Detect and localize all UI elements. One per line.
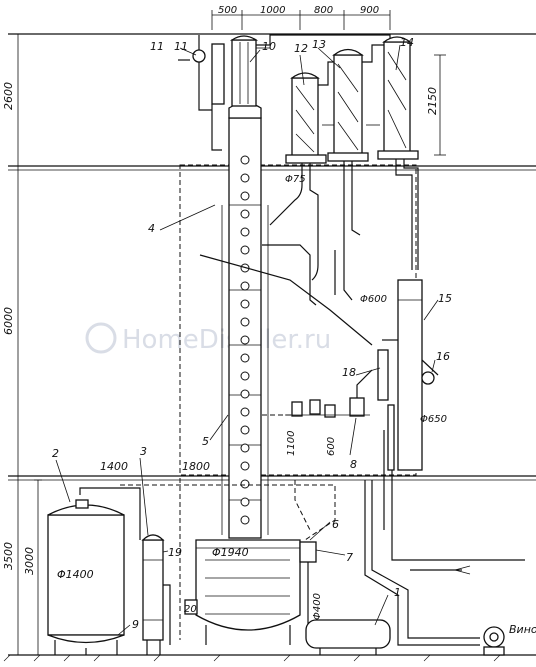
callout-12: 12 xyxy=(294,42,308,55)
label-phi75: Φ75 xyxy=(285,174,306,185)
column-tray xyxy=(240,299,250,309)
callout-18: 18 xyxy=(342,366,356,379)
leader-lines xyxy=(55,44,439,636)
left-dimensions: 2600 6000 3500 3000 xyxy=(2,33,42,656)
distillate-pipes xyxy=(199,159,419,346)
boiler xyxy=(184,539,301,645)
column-tray xyxy=(240,191,250,201)
label-1800: 1800 xyxy=(182,460,210,473)
label-phi400: Φ400 xyxy=(312,593,323,620)
condenser-14 xyxy=(377,36,419,160)
vapour-pipe xyxy=(256,34,391,46)
dim-1000: 1000 xyxy=(260,5,285,16)
callout-19: 19 xyxy=(168,546,182,559)
upper-frame xyxy=(179,164,417,476)
column-tray xyxy=(240,371,250,381)
column-tray xyxy=(240,515,250,525)
condenser-13 xyxy=(327,48,369,162)
label-phi650: Φ650 xyxy=(420,414,447,425)
ground-hatching xyxy=(3,654,501,662)
column-tray xyxy=(240,209,250,219)
callout-labels: 1 2 3 4 5 6 7 8 9 10 11 11 12 13 14 15 1… xyxy=(52,36,452,631)
tank-2 xyxy=(47,499,125,655)
callout-7: 7 xyxy=(346,551,353,564)
dephlegmator xyxy=(229,35,270,107)
column-tray xyxy=(240,479,250,489)
dim-2600: 2600 xyxy=(2,82,15,110)
watermark: HomeDistiller.ru xyxy=(85,322,331,355)
dim-900: 900 xyxy=(360,5,379,16)
column-tray xyxy=(240,335,250,345)
dephlegmator-shell xyxy=(231,39,257,107)
column-tray xyxy=(240,227,250,237)
watermark-drop-icon xyxy=(85,322,117,354)
callout-6: 6 xyxy=(332,518,339,531)
callout-8: 8 xyxy=(350,458,357,471)
callout-15: 15 xyxy=(438,292,452,305)
column-tray xyxy=(240,389,250,399)
condenser-12 xyxy=(285,72,327,164)
column-tray xyxy=(240,173,250,183)
pipe-12-13 xyxy=(318,61,334,86)
pump xyxy=(483,626,505,656)
callout-1: 1 xyxy=(394,586,401,599)
label-vino: Вино xyxy=(509,623,536,636)
ground-piping xyxy=(79,470,525,646)
condenser-11-shell xyxy=(211,43,225,105)
callout-16: 16 xyxy=(436,350,450,363)
vessel-1 xyxy=(305,619,391,655)
callout-11a: 11 xyxy=(150,40,164,53)
callout-9: 9 xyxy=(132,618,139,631)
dim-3500: 3500 xyxy=(2,542,15,570)
dim-6000: 6000 xyxy=(2,307,15,335)
condenser-11 xyxy=(178,35,225,151)
callout-4: 4 xyxy=(148,222,155,235)
distillation-column xyxy=(221,102,269,539)
floor-lines xyxy=(3,33,536,662)
callout-13: 13 xyxy=(312,38,326,51)
separator-15 xyxy=(377,279,439,530)
dim-800: 800 xyxy=(314,5,333,16)
dim-500: 500 xyxy=(218,5,237,16)
callout-2: 2 xyxy=(52,447,59,460)
label-phi600: Φ600 xyxy=(360,294,387,305)
sampling-cluster xyxy=(262,369,373,418)
callout-11b: 11 xyxy=(174,40,188,53)
pipe-13-14 xyxy=(362,44,384,63)
callout-20: 20 xyxy=(184,604,197,615)
label-600: 600 xyxy=(326,437,337,456)
apparatus-7 xyxy=(299,541,317,625)
column-tray xyxy=(240,353,250,363)
label-1100: 1100 xyxy=(286,431,297,456)
watermark-text: HomeDistiller.ru xyxy=(122,325,331,355)
column-tray xyxy=(240,317,250,327)
column-tray xyxy=(240,443,250,453)
label-phi1940: Φ1940 xyxy=(212,546,249,559)
callout-3: 3 xyxy=(140,445,147,458)
exchanger-3 xyxy=(141,534,165,655)
column-tray xyxy=(240,155,250,165)
callout-14: 14 xyxy=(400,36,414,49)
top-dimensions: 500 1000 800 900 xyxy=(211,5,391,30)
column-tray xyxy=(240,245,250,255)
callout-5: 5 xyxy=(202,435,209,448)
column-tray xyxy=(240,461,250,471)
dim-3000: 3000 xyxy=(23,547,36,575)
label-1400: 1400 xyxy=(100,460,128,473)
callout-10: 10 xyxy=(262,40,276,53)
column-tray xyxy=(240,281,250,291)
column-trays xyxy=(240,155,250,525)
column-tray xyxy=(240,407,250,417)
column-tray xyxy=(240,425,250,435)
dim-2150-group: 2150 xyxy=(426,54,446,156)
label-phi1400: Φ1400 xyxy=(57,568,94,581)
dim-2150: 2150 xyxy=(426,87,439,115)
column-tray xyxy=(240,497,250,507)
